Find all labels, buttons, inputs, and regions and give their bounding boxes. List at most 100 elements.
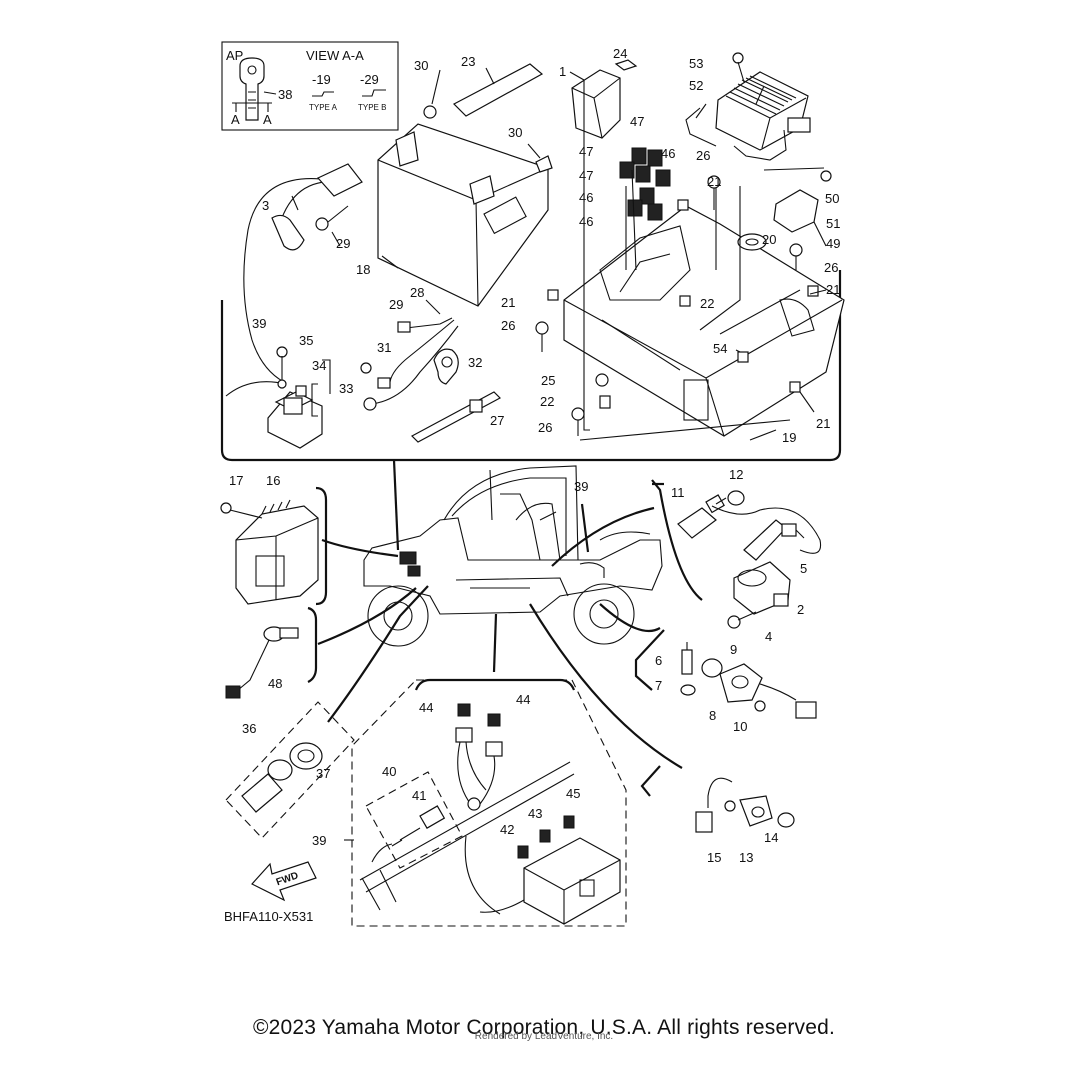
callout-7: 7 (655, 678, 662, 693)
upper-section-bracket (220, 270, 842, 462)
gasket-12 (727, 490, 745, 506)
callout-19: 19 (782, 430, 796, 445)
callout-1: 1 (559, 64, 566, 79)
inset-type-a-label: TYPE A (309, 103, 338, 112)
dashed-box-40 (365, 771, 463, 869)
callout-2: 2 (797, 602, 804, 617)
bracket-48 (307, 606, 318, 683)
dashed-box-36 (225, 701, 355, 839)
callout-47a: 47 (630, 114, 644, 129)
callout-46a: 46 (661, 146, 675, 161)
section-a-right: A (263, 112, 272, 127)
type-a-profile (312, 91, 334, 97)
thermo-switch (241, 742, 323, 813)
callout-30b: 30 (508, 125, 522, 140)
callout-36: 36 (242, 721, 256, 736)
callout-25: 25 (541, 373, 555, 388)
callout-18: 18 (356, 262, 370, 277)
main-harness (359, 761, 575, 893)
inset-type-a-code: -19 (312, 72, 331, 87)
callout-24: 24 (613, 46, 627, 61)
callout-43: 43 (528, 806, 542, 821)
callout-28: 28 (410, 285, 424, 300)
callout-9: 9 (730, 642, 737, 657)
callout-54: 54 (713, 341, 727, 356)
callout-32: 32 (468, 355, 482, 370)
lower-dashed-box (351, 679, 627, 927)
callout-3: 3 (262, 198, 269, 213)
bracket-13 (640, 765, 661, 797)
upper-leader-lines (291, 67, 827, 441)
callout-14: 14 (764, 830, 778, 845)
bracket-6 (634, 629, 665, 691)
callout-40: 40 (382, 764, 396, 779)
callout-39b: 39 (574, 479, 588, 494)
clips (547, 199, 819, 409)
fuse-box (464, 815, 621, 925)
wire-clamp-32 (433, 348, 459, 385)
battery-bolt (423, 105, 437, 119)
bolt-29-upper (315, 217, 329, 231)
bolt-31 (360, 362, 372, 374)
callout-29a: 29 (336, 236, 350, 251)
callout-17: 17 (229, 473, 243, 488)
callout-12: 12 (729, 467, 743, 482)
terminal-cover (317, 163, 363, 197)
relay-set (619, 147, 671, 221)
callout-39a: 39 (252, 316, 266, 331)
relay-box (571, 69, 621, 139)
inset-type-b-label: TYPE B (358, 103, 386, 112)
callout-39c: 39 (312, 833, 326, 848)
grommet-20 (737, 233, 767, 251)
lean-angle-sensor (773, 189, 819, 233)
lead-wire-upper (243, 178, 331, 383)
callout-53: 53 (689, 56, 703, 71)
bracket-5-curve (711, 505, 822, 554)
rectifier-regulator (235, 499, 319, 605)
o-ring-14 (777, 812, 795, 828)
callout-20: 20 (762, 232, 776, 247)
callout-37: 37 (316, 766, 330, 781)
fuse-41 (371, 805, 446, 863)
callout-13: 13 (739, 850, 753, 865)
cable-tie (411, 391, 501, 443)
starter-relay (267, 385, 323, 449)
sensor-13 (695, 777, 773, 833)
spark-plug-6 (681, 642, 693, 675)
temperature-sensor-11 (677, 494, 727, 539)
callout-16: 16 (266, 473, 280, 488)
gasket-7 (680, 684, 696, 696)
ecm-unit (685, 71, 811, 161)
callout-46b: 46 (579, 190, 593, 205)
bolt-24 (614, 59, 638, 71)
callout-44b: 44 (516, 692, 530, 707)
plug-cap-5 (743, 519, 805, 561)
fwd-arrow-icon: FWD (251, 861, 317, 902)
callout-26c: 26 (501, 318, 515, 333)
bolt-35 (276, 346, 288, 358)
callout-44a: 44 (419, 700, 433, 715)
callout-35: 35 (299, 333, 313, 348)
rendered-by-note: Rendered by LeadVenture, Inc. (474, 1031, 614, 1042)
callout-labels: 1 2 3 4 5 6 7 8 9 10 11 12 13 14 15 16 1… (224, 46, 840, 924)
bracket-16 (315, 486, 328, 606)
diagram-code: BHFA110-X531 (224, 909, 313, 924)
callout-21b: 21 (501, 295, 515, 310)
inset-view-label: VIEW A-A (306, 48, 364, 63)
callout-47b: 47 (579, 144, 593, 159)
callout-26b: 26 (824, 260, 838, 275)
key-view-inset: AP VIEW A-A -19 -29 TYPE A TYPE B A A (221, 41, 399, 131)
callout-46c: 46 (579, 214, 593, 229)
speed-sensor-48 (225, 626, 299, 699)
section-a-left: A (231, 112, 240, 127)
callout-5: 5 (800, 561, 807, 576)
callout-38: 38 (278, 87, 292, 102)
terminals-44 (455, 703, 503, 811)
battery (377, 123, 549, 307)
bolt-53 (732, 52, 744, 64)
battery-box-tray (563, 205, 845, 437)
fuse-holder (271, 214, 305, 251)
tray-bolts (535, 175, 803, 436)
callout-26d: 26 (538, 420, 552, 435)
